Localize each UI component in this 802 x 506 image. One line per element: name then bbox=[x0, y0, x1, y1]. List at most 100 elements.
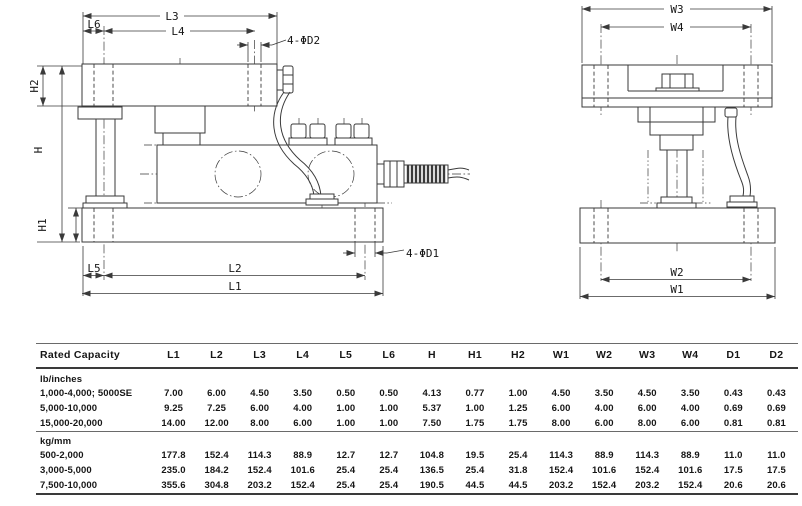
value-cell: 14.00 bbox=[161, 418, 186, 429]
value-cell: 190.5 bbox=[419, 480, 445, 491]
front-dimensions: L3 L6 L4 4-ΦD2 H2 H H1 L5 L2 L1 4-ΦD1 bbox=[28, 9, 439, 297]
dim-label-h1: H1 bbox=[36, 218, 49, 231]
column-header: L2 bbox=[195, 343, 239, 369]
dim-label-h2: H2 bbox=[28, 79, 41, 92]
value-cell: 235.0 bbox=[161, 465, 186, 476]
value-cell: 0.43 bbox=[766, 388, 786, 399]
front-check-bolt bbox=[77, 106, 128, 209]
front-clamp-bolts bbox=[288, 123, 373, 146]
column-header: L1 bbox=[152, 343, 196, 369]
dim-label-l1: L1 bbox=[228, 280, 241, 293]
value-cell: 304.8 bbox=[204, 480, 229, 491]
capacity-cell: 500-2,000 bbox=[40, 450, 84, 461]
dim-label-l6: L6 bbox=[87, 18, 100, 31]
dim-label-w4: W4 bbox=[670, 21, 684, 34]
front-load-cell-body bbox=[156, 144, 378, 204]
side-dimensions: W3 W4 W2 W1 bbox=[579, 2, 776, 300]
value-cell: 101.6 bbox=[678, 465, 703, 476]
value-cell: 0.81 bbox=[766, 418, 786, 429]
value-cell: 4.00 bbox=[594, 403, 614, 414]
value-cell: 7.00 bbox=[164, 388, 183, 399]
column-header: D2 bbox=[754, 343, 798, 369]
value-cell: 152.4 bbox=[592, 480, 617, 491]
value-cell: 11.0 bbox=[767, 450, 786, 461]
value-cell: 20.6 bbox=[723, 480, 743, 491]
value-cell: 177.8 bbox=[161, 450, 186, 461]
column-header: H bbox=[410, 343, 454, 369]
value-cell: 6.00 bbox=[250, 403, 270, 414]
value-cell: 104.8 bbox=[419, 450, 445, 461]
value-cell: 1.00 bbox=[465, 403, 485, 414]
value-cell: 152.4 bbox=[290, 480, 315, 491]
value-cell: 1.00 bbox=[379, 418, 399, 429]
value-cell: 4.00 bbox=[680, 403, 700, 414]
column-header: L6 bbox=[367, 343, 411, 369]
value-cell: 0.50 bbox=[379, 388, 399, 399]
value-cell: 1.00 bbox=[508, 388, 528, 399]
value-cell: 9.25 bbox=[164, 403, 183, 414]
value-cell: 7.25 bbox=[207, 403, 227, 414]
value-cell: 1.00 bbox=[379, 403, 399, 414]
value-cell: 12.7 bbox=[336, 450, 356, 461]
value-cell: 0.50 bbox=[336, 388, 356, 399]
value-cell: 25.4 bbox=[379, 465, 399, 476]
column-header: W2 bbox=[582, 343, 626, 369]
value-cell: 25.4 bbox=[379, 480, 399, 491]
load-cell-mount-drawing: L3 L6 L4 4-ΦD2 H2 H H1 L5 L2 L1 4-ΦD1 bbox=[28, 2, 776, 300]
value-cell: 6.00 bbox=[551, 403, 571, 414]
side-view: W3 W4 W2 W1 bbox=[579, 2, 776, 300]
value-cell: 0.77 bbox=[465, 388, 485, 399]
side-center-column bbox=[637, 106, 716, 209]
value-cell: 25.4 bbox=[336, 465, 356, 476]
value-cell: 355.6 bbox=[161, 480, 186, 491]
value-cell: 25.4 bbox=[508, 450, 528, 461]
value-cell: 203.2 bbox=[635, 480, 660, 491]
front-ground-cable bbox=[273, 65, 339, 206]
value-cell: 25.4 bbox=[336, 480, 356, 491]
unit-group-row: kg/mm bbox=[36, 431, 798, 448]
unit-group-label: lb/inches bbox=[40, 374, 83, 385]
rated-capacity-header: Rated Capacity bbox=[36, 343, 152, 369]
value-cell: 88.9 bbox=[293, 450, 313, 461]
capacity-cell: 3,000-5,000 bbox=[40, 465, 92, 476]
value-cell: 12.7 bbox=[379, 450, 399, 461]
value-cell: 44.5 bbox=[508, 480, 528, 491]
value-cell: 6.00 bbox=[637, 403, 657, 414]
value-cell: 88.9 bbox=[594, 450, 614, 461]
value-cell: 152.4 bbox=[548, 465, 574, 476]
value-cell: 4.50 bbox=[637, 388, 657, 399]
column-header: D1 bbox=[711, 343, 755, 369]
value-cell: 31.8 bbox=[508, 465, 528, 476]
dim-label-w2: W2 bbox=[670, 266, 683, 279]
front-load-block bbox=[154, 105, 206, 146]
value-cell: 25.4 bbox=[465, 465, 485, 476]
value-cell: 17.5 bbox=[766, 465, 786, 476]
dim-label-h: H bbox=[32, 147, 45, 154]
value-cell: 19.5 bbox=[465, 450, 485, 461]
value-cell: 0.43 bbox=[723, 388, 743, 399]
value-cell: 1.75 bbox=[465, 418, 485, 429]
value-cell: 0.69 bbox=[723, 403, 743, 414]
side-ground-cable bbox=[724, 107, 758, 208]
dim-label-w3: W3 bbox=[670, 3, 683, 16]
value-cell: 17.5 bbox=[723, 465, 743, 476]
value-cell: 3.50 bbox=[293, 388, 313, 399]
dim-label-l5: L5 bbox=[87, 262, 100, 275]
value-cell: 4.50 bbox=[250, 388, 270, 399]
capacity-cell: 7,500-10,000 bbox=[40, 480, 98, 491]
value-cell: 12.00 bbox=[204, 418, 229, 429]
side-bottom-plate bbox=[579, 207, 776, 244]
dim-label-l4: L4 bbox=[171, 25, 185, 38]
dim-label-d1: 4-ΦD1 bbox=[406, 247, 439, 260]
value-cell: 203.2 bbox=[548, 480, 574, 491]
value-cell: 136.5 bbox=[419, 465, 445, 476]
capacity-cell: 1,000-4,000; 5000SE bbox=[40, 388, 133, 399]
value-cell: 184.2 bbox=[204, 465, 229, 476]
dim-label-w1: W1 bbox=[670, 283, 683, 296]
